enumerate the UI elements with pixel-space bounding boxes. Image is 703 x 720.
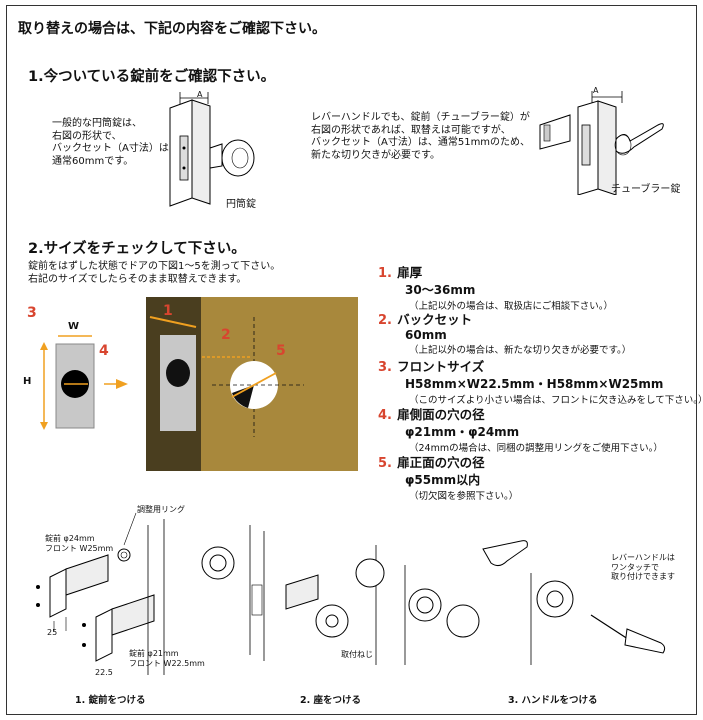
step1-illustration	[36, 512, 165, 675]
dim-label-a-right: A	[593, 86, 599, 95]
lock24-label: 錠前 φ24mm フロント W25mm	[45, 534, 114, 553]
diagram-label-5: 5	[276, 343, 286, 359]
page-frame	[6, 5, 697, 715]
dim-25: 25	[47, 628, 58, 637]
spec-item-4: 4. 扉側面の穴の径 φ21mm・φ24mm （24mmの場合は、同梱の調整用リ…	[378, 407, 663, 454]
lever-note: レバーハンドルは ワンタッチで 取り付けできます	[611, 553, 675, 581]
diagram-label-1: 1	[163, 303, 173, 319]
step1-caption: 1. 錠前をつける	[75, 695, 146, 706]
spec-item-2: 2. バックセット 60mm （上記以外の場合は、新たな切り欠きが必要です。）	[378, 312, 632, 356]
step2-caption: 2. 座をつける	[300, 695, 362, 706]
spec-item-1: 1. 扉厚 30～36mm （上記以外の場合は、取扱店にご相談下さい。）	[378, 265, 614, 312]
cylindrical-lock-illustration	[169, 92, 255, 207]
step2-illustration	[201, 525, 385, 665]
step3-caption: 3. ハンドルをつける	[508, 695, 598, 706]
diagram-label-2: 2	[221, 327, 231, 343]
tubular-lock-illustration	[539, 91, 664, 195]
ring-label: 調整用リング	[137, 505, 185, 514]
section1-left-text: 一般的な円筒錠は、 右図の形状で、 バックセット（A寸法）は、 通常60mmです…	[52, 118, 179, 167]
dim-label-a-left: A	[197, 90, 203, 99]
cylindrical-lock-caption: 円筒錠	[226, 199, 256, 210]
lock21-label: 錠前 φ21mm フロント W22.5mm	[129, 649, 205, 668]
section1-title: 1.今ついている錠前をご確認下さい。	[28, 69, 276, 85]
door-photo-marks	[149, 316, 304, 437]
front-plate-diagram	[40, 335, 128, 430]
diagram-label-h: H	[23, 376, 32, 387]
tubular-lock-caption: チューブラー錠	[611, 184, 681, 195]
page-heading: 取り替えの場合は、下記の内容をご確認下さい。	[18, 21, 326, 37]
diagram-label-3: 3	[27, 305, 37, 321]
screw-label: 取付ねじ	[341, 650, 373, 659]
dim-22-5: 22.5	[95, 668, 113, 677]
diagram-label-w: W	[68, 321, 80, 332]
section1-right-text: レバーハンドルでも、錠前（チューブラー錠）が 右図の形状であれば、取替えは可能で…	[311, 112, 531, 161]
diagram-label-4: 4	[99, 343, 109, 359]
step3-illustration	[404, 540, 666, 665]
section2-intro: 錠前をはずした状態でドアの下図1～5を測って下さい。 右記のサイズでしたらそのま…	[28, 261, 281, 285]
door-photo	[146, 297, 358, 471]
section2-title: 2.サイズをチェックして下さい。	[28, 241, 246, 257]
spec-item-3: 3. フロントサイズ H58mm×W22.5mm・H58mm×W25mm （この…	[378, 359, 703, 406]
spec-item-5: 5. 扉正面の穴の径 φ55mm以内 （切欠図を参照下さい。）	[378, 455, 519, 502]
